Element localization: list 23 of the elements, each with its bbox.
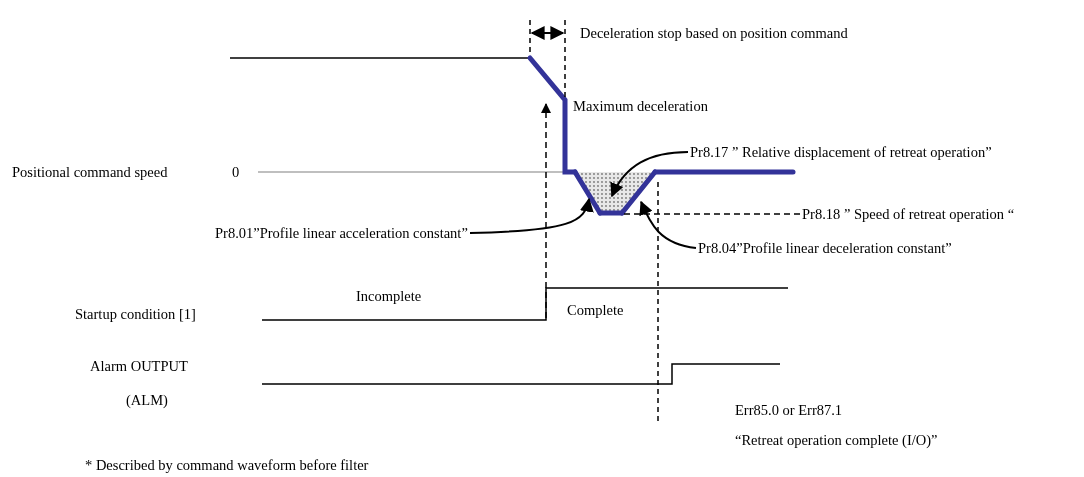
leader-line — [610, 151, 689, 198]
waveform-ramp — [572, 169, 603, 216]
annotation-text: Maximum deceleration — [573, 97, 708, 115]
parameter-text: Pr8.04”Profile linear deceleration constant” — [698, 239, 952, 257]
alarm-code-text: Err85.0 or Err87.1 — [735, 401, 843, 419]
axis-value: 0 — [232, 163, 240, 181]
state-text: Complete — [567, 301, 624, 319]
annotation-text: Deceleration stop based on position command — [580, 24, 848, 42]
parameter-text: Pr8.01”Profile linear acceleration constant” — [215, 224, 468, 242]
signal-name: Startup condition [1] — [75, 305, 196, 323]
waveform-ramp — [619, 169, 658, 216]
leader-line — [469, 197, 593, 234]
parameter-text: Pr8.18 ” Speed of retreat operation “ — [802, 205, 1015, 223]
signal-name: Alarm OUTPUT — [90, 357, 188, 375]
parameter-text: Pr8.17 ” Relative displacement of retreat operation” — [690, 143, 992, 161]
state-text: Incomplete — [356, 287, 422, 305]
annotation-text: “Retreat operation complete (I/O)” — [735, 431, 938, 449]
leader-line — [623, 213, 801, 215]
shaded-area — [577, 172, 653, 212]
footnote: * Described by command waveform before filter — [85, 456, 369, 474]
signal-name: Positional command speed — [12, 163, 168, 181]
signal-name: (ALM) — [126, 391, 168, 409]
leader-line — [639, 200, 697, 249]
